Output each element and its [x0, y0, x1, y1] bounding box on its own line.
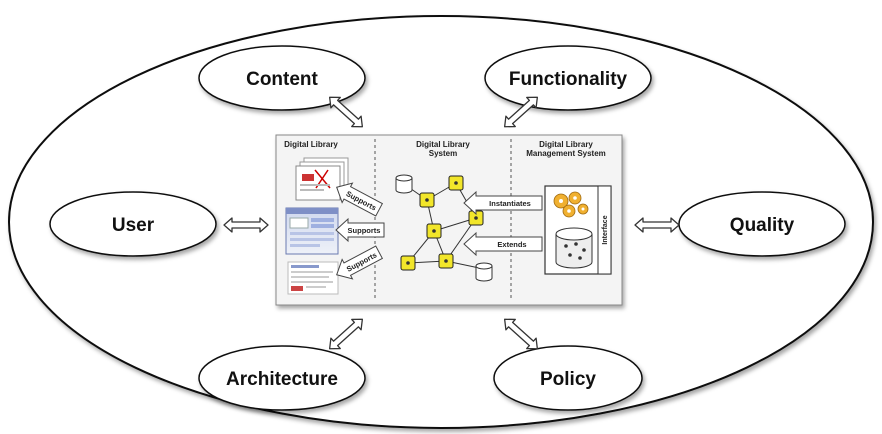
concept-functionality-label: Functionality [509, 69, 628, 90]
interface-label: Interface [602, 215, 609, 244]
heading-dls-line2: System [429, 149, 457, 158]
concept-policy: Policy [493, 345, 643, 411]
repository-database-icon [555, 227, 593, 269]
heading-dls-line1: Digital Library [416, 140, 470, 149]
concept-quality-label: Quality [730, 215, 795, 236]
extends-arrow: Extends [463, 231, 543, 257]
architecture-double-arrow [329, 318, 363, 350]
content-double-arrow [329, 96, 363, 128]
management-system-block: Interface [544, 185, 612, 275]
browser-window-icon [285, 207, 339, 255]
concept-content-label: Content [246, 69, 318, 90]
system-network [395, 174, 493, 282]
concept-user-label: User [112, 215, 155, 236]
heading-dlms-line2: Management System [526, 149, 606, 158]
policy-double-arrow [504, 318, 538, 350]
database-icon [475, 262, 493, 282]
supports-arrow-middle: Supports [335, 217, 385, 243]
results-list-icon [287, 261, 339, 295]
instantiates-label: Instantiates [489, 199, 531, 208]
concept-policy-label: Policy [540, 369, 596, 390]
database-icon [395, 174, 413, 194]
central-panel: Digital Library Digital Library System D… [275, 134, 623, 306]
user-double-arrow [223, 217, 269, 233]
supports-middle-label: Supports [348, 226, 381, 235]
heading-dlms-line1: Digital Library [539, 140, 593, 149]
concept-user: User [49, 191, 217, 257]
instantiates-arrow: Instantiates [463, 190, 543, 216]
concept-content: Content [198, 45, 366, 111]
quality-double-arrow [634, 217, 680, 233]
concept-architecture-label: Architecture [226, 369, 338, 390]
heading-digital-library: Digital Library [284, 140, 338, 149]
concept-quality: Quality [678, 191, 846, 257]
concept-functionality: Functionality [484, 45, 652, 111]
functionality-double-arrow [504, 96, 538, 128]
concept-architecture: Architecture [198, 345, 366, 411]
extends-label: Extends [497, 240, 526, 249]
